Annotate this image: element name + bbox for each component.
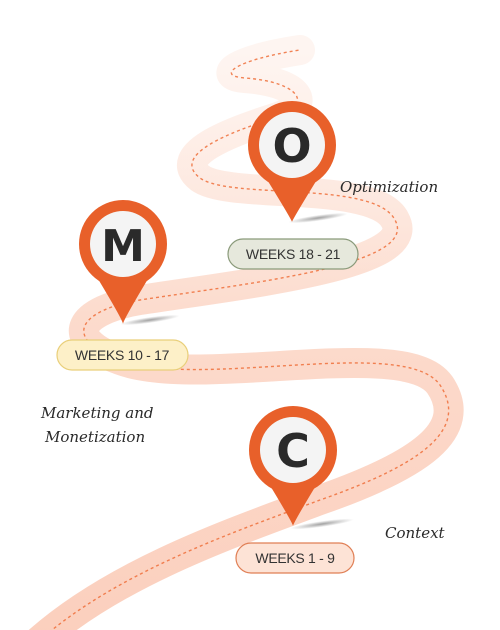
pin-letter-o: O (272, 119, 311, 173)
pin-letter-m: M (101, 221, 145, 272)
label-marketing-line1: Marketing and (40, 404, 154, 422)
pin-shadow-c (290, 518, 354, 530)
label-marketing-line2: Monetization (44, 428, 145, 446)
pin-shadow-o (288, 212, 348, 224)
pin-c: C (249, 406, 337, 526)
weeks-label-18-21: WEEKS 18 - 21 (246, 246, 341, 262)
pin-shadow-m (120, 314, 180, 326)
weeks-badge-10-17: WEEKS 10 - 17 (56, 339, 189, 371)
weeks-label-10-17: WEEKS 10 - 17 (75, 347, 170, 363)
label-optimization: Optimization (340, 178, 438, 196)
pin-o: O (248, 101, 336, 222)
weeks-badge-1-9: WEEKS 1 - 9 (235, 542, 355, 574)
weeks-label-1-9: WEEKS 1 - 9 (255, 550, 335, 566)
label-context: Context (385, 524, 446, 542)
pin-m: M (79, 200, 167, 324)
pin-letter-c: C (276, 424, 310, 478)
weeks-badge-18-21: WEEKS 18 - 21 (227, 238, 359, 270)
